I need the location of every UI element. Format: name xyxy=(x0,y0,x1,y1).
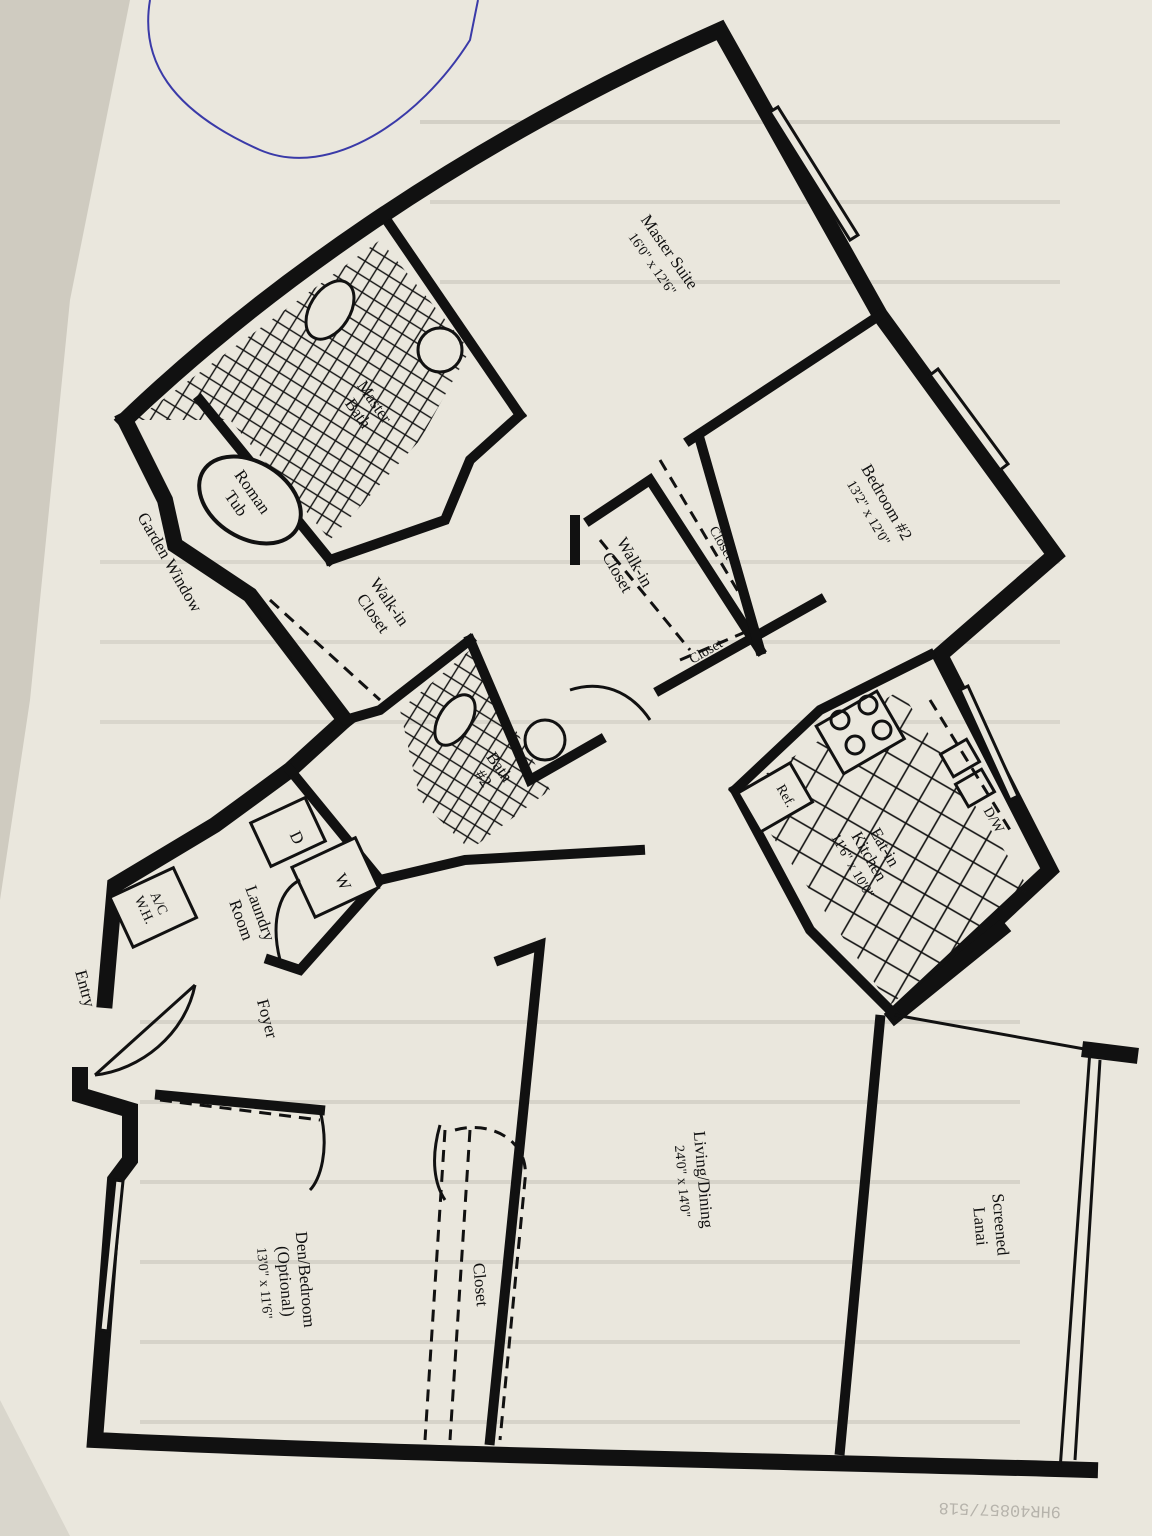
master-bath-floor xyxy=(135,240,470,540)
outer-wall-laundry xyxy=(96,708,357,1009)
sink-master xyxy=(416,326,464,374)
washer xyxy=(289,835,381,920)
refrigerator xyxy=(735,760,815,834)
wall-bedroom2-left xyxy=(693,433,767,657)
shelf-den xyxy=(159,1098,321,1122)
wall-masterbath-bottom xyxy=(323,407,528,567)
footer-code: 9HR40857/518 xyxy=(938,1497,1061,1520)
outer-wall-bottom xyxy=(72,1067,1099,1479)
toilet-master xyxy=(304,279,356,341)
wall-closet-right xyxy=(484,937,546,1446)
wall-laundry-right xyxy=(282,762,646,886)
wall-bedroom2-top xyxy=(683,308,887,447)
wall-masterbath-right xyxy=(383,218,527,422)
window-bedroom2 xyxy=(927,366,1011,473)
sink-bath2 xyxy=(523,718,567,762)
window-kitchen xyxy=(958,683,1020,803)
ac-unit xyxy=(107,865,199,950)
pen-mark xyxy=(147,0,479,159)
counter-kitchen xyxy=(928,699,1012,831)
shelf-closet-b xyxy=(679,628,751,662)
wall-walkin-2 xyxy=(583,473,767,657)
window-den xyxy=(98,1178,125,1333)
shelf-closet-main-2 xyxy=(448,1129,472,1441)
outer-wall-top xyxy=(113,19,1066,1022)
label-closet-main: Closet xyxy=(469,1262,492,1307)
den-door-swing-1 xyxy=(308,1109,326,1192)
window-master xyxy=(767,104,861,243)
toilet-bath2 xyxy=(433,693,477,747)
shelf-walkin-2 xyxy=(598,539,692,651)
lanai-screen xyxy=(894,1013,1092,1471)
den-dim: 13'0" x 11'6" xyxy=(253,1247,274,1320)
lanai-screen-2 xyxy=(1073,1059,1102,1461)
wall-lanai-left xyxy=(834,1014,886,1456)
paper-shadow xyxy=(0,0,130,900)
stove xyxy=(814,689,907,776)
entry-door-swing xyxy=(94,984,197,1077)
shelf-walkin-master xyxy=(268,598,382,702)
wall-kitchen-left xyxy=(728,783,903,1023)
lanai-post xyxy=(1081,1041,1139,1064)
label-ac: A/C W.H. xyxy=(131,890,170,927)
bedroom2-door-swing xyxy=(569,684,652,721)
entry-door xyxy=(93,983,197,1077)
shelf-closet-a xyxy=(658,459,757,621)
bath2-floor xyxy=(400,650,550,850)
dryer xyxy=(248,795,328,869)
closet-main-name: Closet xyxy=(469,1262,492,1307)
kitchen-floor xyxy=(740,690,1030,1005)
laundry-door-swing xyxy=(274,878,301,961)
wall-laundry-bottom xyxy=(263,872,388,976)
den-door-swing-2 xyxy=(433,1124,447,1201)
kitchen-sink xyxy=(938,737,997,809)
outer-wall-kitchen xyxy=(883,918,1012,1027)
wall-walkin-master xyxy=(242,587,478,726)
roman-tub xyxy=(197,454,303,546)
wall-closets-bottom xyxy=(653,593,827,697)
lanai-name-2: Lanai xyxy=(969,1206,991,1246)
living-dim: 24'0" x 14'0" xyxy=(671,1145,692,1219)
shelf-closet-main-1 xyxy=(423,1129,447,1441)
wall-den-top xyxy=(154,1089,326,1116)
wall-kitchen-top xyxy=(727,648,937,798)
